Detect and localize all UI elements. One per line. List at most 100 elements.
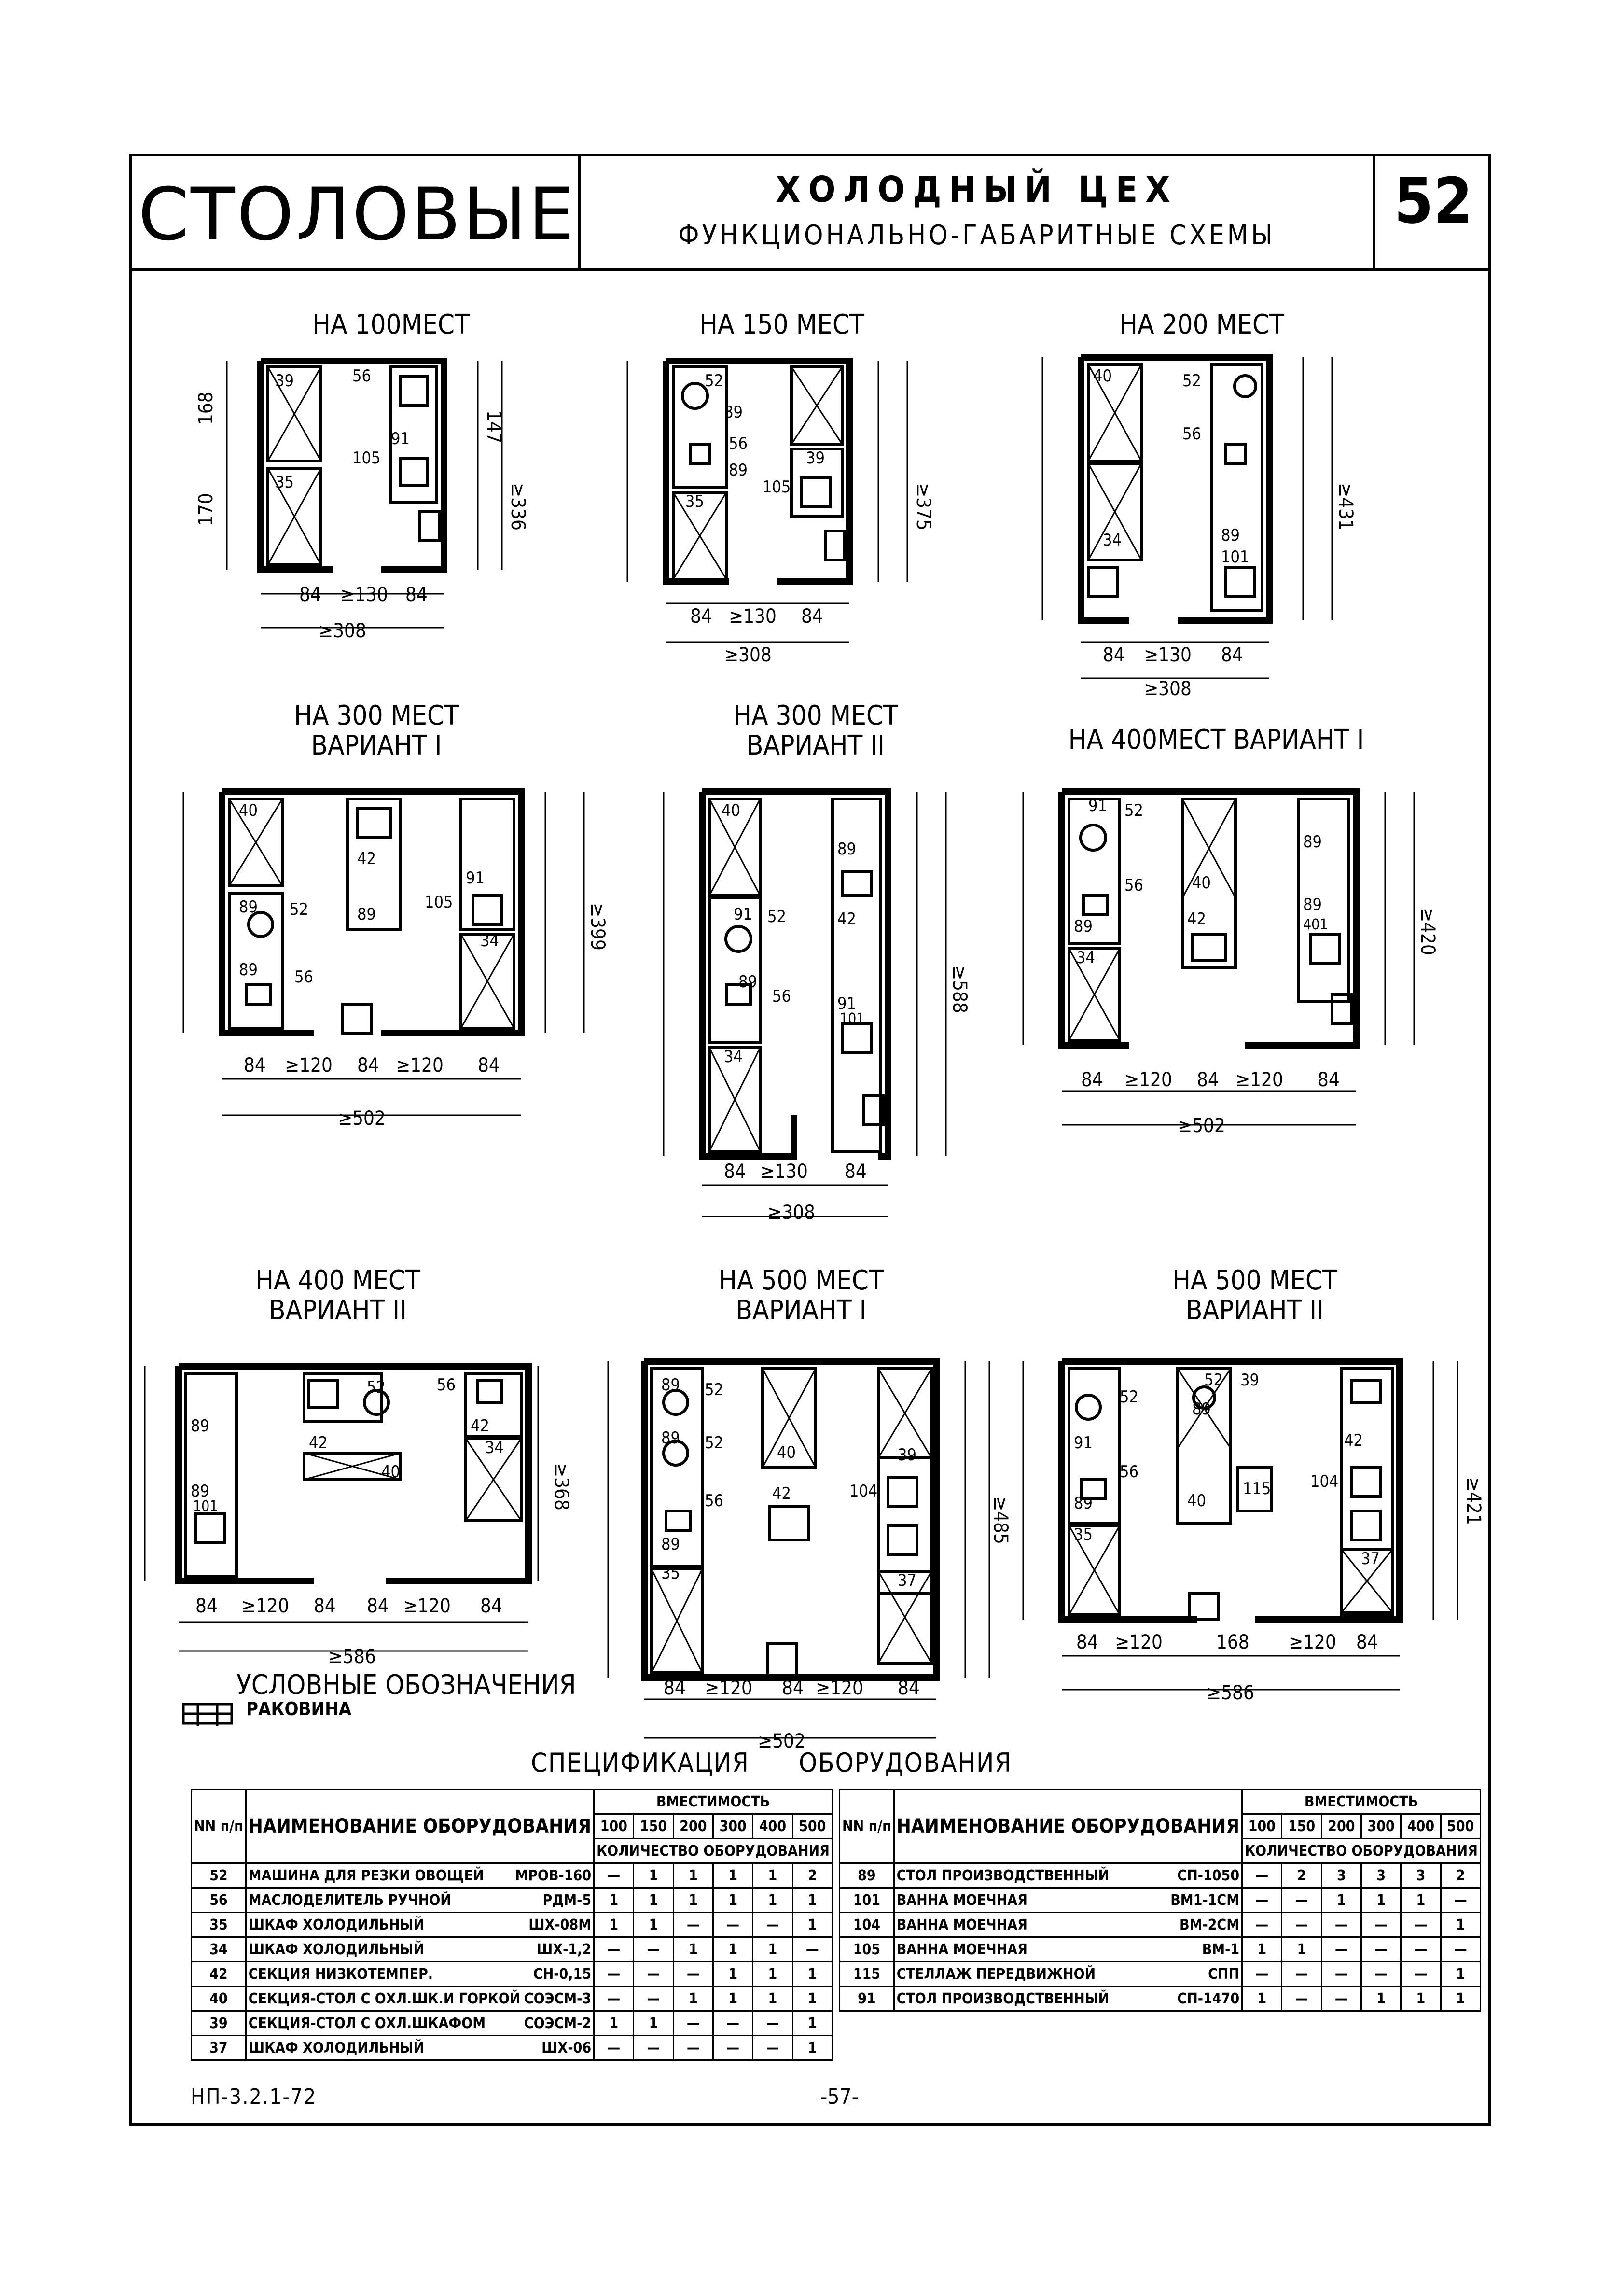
quantity-cell: — [593, 1986, 635, 2012]
svg-text:105: 105 [425, 893, 453, 912]
svg-text:84: 84 [690, 605, 712, 628]
svg-text:52: 52 [705, 1433, 723, 1453]
svg-text:84: 84 [299, 584, 321, 606]
svg-text:170: 170 [195, 493, 217, 526]
row-number: 42 [191, 1961, 247, 1987]
svg-text:52: 52 [705, 371, 723, 391]
svg-text:104: 104 [849, 1482, 877, 1501]
svg-text:≥399: ≥399 [586, 903, 609, 951]
svg-text:89: 89 [724, 403, 743, 422]
svg-text:42: 42 [309, 1433, 328, 1453]
svg-text:≥130: ≥130 [1144, 644, 1192, 666]
svg-text:147: 147 [483, 410, 505, 444]
plan-title: НА 500 МЕСТ [1172, 1265, 1337, 1296]
svg-text:84: 84 [195, 1595, 218, 1617]
page-footer-number: -57- [820, 2085, 859, 2109]
svg-text:≥130: ≥130 [340, 584, 388, 606]
equipment-name: ВАННА МОЕЧНАЯ [896, 1916, 1027, 1933]
plan-variant: ВАРИАНТ I [736, 1295, 867, 1326]
svg-text:56: 56 [1124, 876, 1143, 895]
quantity-cell: — [593, 1961, 635, 1987]
quantity-cell: — [712, 1912, 754, 1938]
svg-text:84: 84 [724, 1161, 746, 1183]
quantity-cell: — [1281, 1912, 1322, 1938]
quantity-cell: 2 [1281, 1862, 1322, 1889]
svg-text:≥308: ≥308 [1144, 678, 1192, 700]
svg-text:34: 34 [724, 1047, 743, 1066]
svg-text:115: 115 [1243, 1479, 1271, 1498]
svg-text:37: 37 [1361, 1549, 1380, 1568]
svg-text:89: 89 [1192, 1399, 1211, 1419]
svg-text:84: 84 [898, 1677, 920, 1699]
svg-text:84: 84 [801, 605, 823, 628]
spec-title-left: СПЕЦИФИКАЦИЯ [531, 1748, 750, 1778]
svg-text:84: 84 [1197, 1069, 1219, 1091]
svg-text:≥120: ≥120 [285, 1054, 333, 1077]
row-number: 52 [191, 1862, 247, 1889]
svg-text:≥420: ≥420 [1416, 908, 1439, 955]
row-number: 35 [191, 1912, 247, 1938]
quantity-cell: 1 [1320, 1887, 1362, 1913]
plan-title: НА 100МЕСТ [312, 309, 470, 340]
sheet-title: ХОЛОДНЫЙ ЦЕХ [776, 169, 1178, 210]
plan-300-seats-var1: 84 ≥120 84 ≥120 84 ≥502 ≥399 40 52 89 89… [182, 788, 609, 1130]
svg-text:≥120: ≥120 [403, 1595, 451, 1617]
capacity-col-header: 200 [1320, 1813, 1362, 1839]
svg-text:34: 34 [1103, 531, 1122, 550]
quantity-cell: 1 [1400, 1986, 1442, 2012]
quantity-cell: 1 [633, 1862, 674, 1889]
legend-sink-label: РАКОВИНА [246, 1698, 352, 1720]
svg-text:89: 89 [1303, 895, 1322, 914]
equipment-name: ВАННА МОЕЧНАЯ [896, 1891, 1027, 1909]
svg-text:39: 39 [275, 371, 294, 391]
quantity-cell: 1 [752, 1961, 793, 1987]
svg-text:56: 56 [437, 1375, 456, 1395]
sheet-number: 52 [1394, 164, 1473, 238]
quantity-cell: 1 [1241, 1986, 1283, 2012]
svg-text:≥308: ≥308 [767, 1202, 815, 1224]
quantity-cell: 1 [1440, 1986, 1481, 2012]
equipment-model: СОЭСМ-3 [524, 1990, 592, 2007]
quantity-cell: 3 [1400, 1862, 1442, 1889]
svg-text:40: 40 [381, 1462, 400, 1482]
svg-text:39: 39 [898, 1445, 916, 1465]
svg-text:52: 52 [1182, 371, 1201, 391]
svg-text:401: 401 [1303, 916, 1328, 933]
equipment-model: СП-1050 [1177, 1867, 1240, 1884]
svg-text:84: 84 [1318, 1069, 1340, 1091]
equipment-name: ВАННА МОЕЧНАЯ [896, 1941, 1027, 1958]
svg-text:101: 101 [840, 1010, 865, 1027]
sink-legend-icon [182, 1703, 233, 1726]
row-number: 37 [191, 2035, 247, 2061]
svg-text:35: 35 [685, 492, 704, 511]
quantity-cell: 1 [791, 2010, 833, 2036]
header-divider [129, 268, 1491, 271]
quantity-cell: 1 [672, 1936, 714, 1962]
svg-text:89: 89 [837, 840, 856, 859]
equipment-model: СП-1470 [1177, 1990, 1240, 2007]
svg-text:≥502: ≥502 [1178, 1115, 1225, 1137]
quantity-cell: 1 [712, 1961, 754, 1987]
svg-text:91: 91 [734, 905, 752, 924]
capacity-col-header: 100 [593, 1813, 635, 1839]
svg-text:56: 56 [772, 987, 791, 1006]
svg-text:≥502: ≥502 [758, 1730, 805, 1752]
equipment-model: МРОВ-160 [515, 1867, 592, 1884]
svg-text:42: 42 [772, 1484, 791, 1503]
svg-text:168: 168 [1216, 1631, 1249, 1653]
col-number-header: NN п/п [839, 1789, 895, 1864]
quantity-cell: — [633, 1986, 674, 2012]
svg-text:56: 56 [705, 1491, 723, 1511]
svg-text:56: 56 [1182, 424, 1201, 444]
